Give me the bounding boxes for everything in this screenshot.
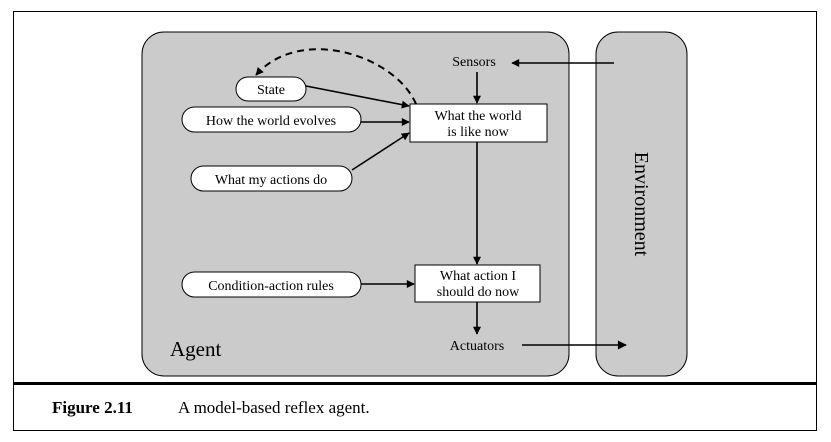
actions-do-label: What my actions do: [215, 173, 327, 188]
action-now-box: What action I should do now: [414, 264, 541, 303]
figure-caption: A model-based reflex agent.: [178, 398, 370, 417]
agent-label: Agent: [170, 337, 221, 361]
state-node: State: [235, 76, 307, 102]
world-now-line1: What the world: [434, 109, 521, 124]
rules-label: Condition-action rules: [208, 279, 334, 294]
world-evolves-label: How the world evolves: [206, 114, 336, 129]
sensors-label: Sensors: [452, 55, 496, 70]
world-evolves-node: How the world evolves: [181, 106, 362, 133]
rules-node: Condition-action rules: [181, 271, 362, 298]
figure-frame: [13, 11, 817, 431]
action-now-line2: should do now: [437, 285, 520, 300]
actuators-label: Actuators: [450, 339, 504, 354]
action-now-line1: What action I: [440, 269, 517, 284]
state-label: State: [257, 83, 285, 98]
environment-label: Environment: [630, 152, 652, 257]
state-to-world-arrow: [305, 85, 410, 109]
agent-panel: [141, 31, 570, 377]
world-now-box: What the world is like now: [409, 103, 548, 143]
actions-to-world-arrow: [351, 132, 410, 171]
caption-separator: [13, 382, 817, 385]
environment-panel: [595, 31, 688, 377]
world-now-line2: is like now: [447, 125, 509, 140]
figure-number: Figure 2.11: [52, 398, 133, 417]
actions-do-node: What my actions do: [190, 165, 353, 192]
